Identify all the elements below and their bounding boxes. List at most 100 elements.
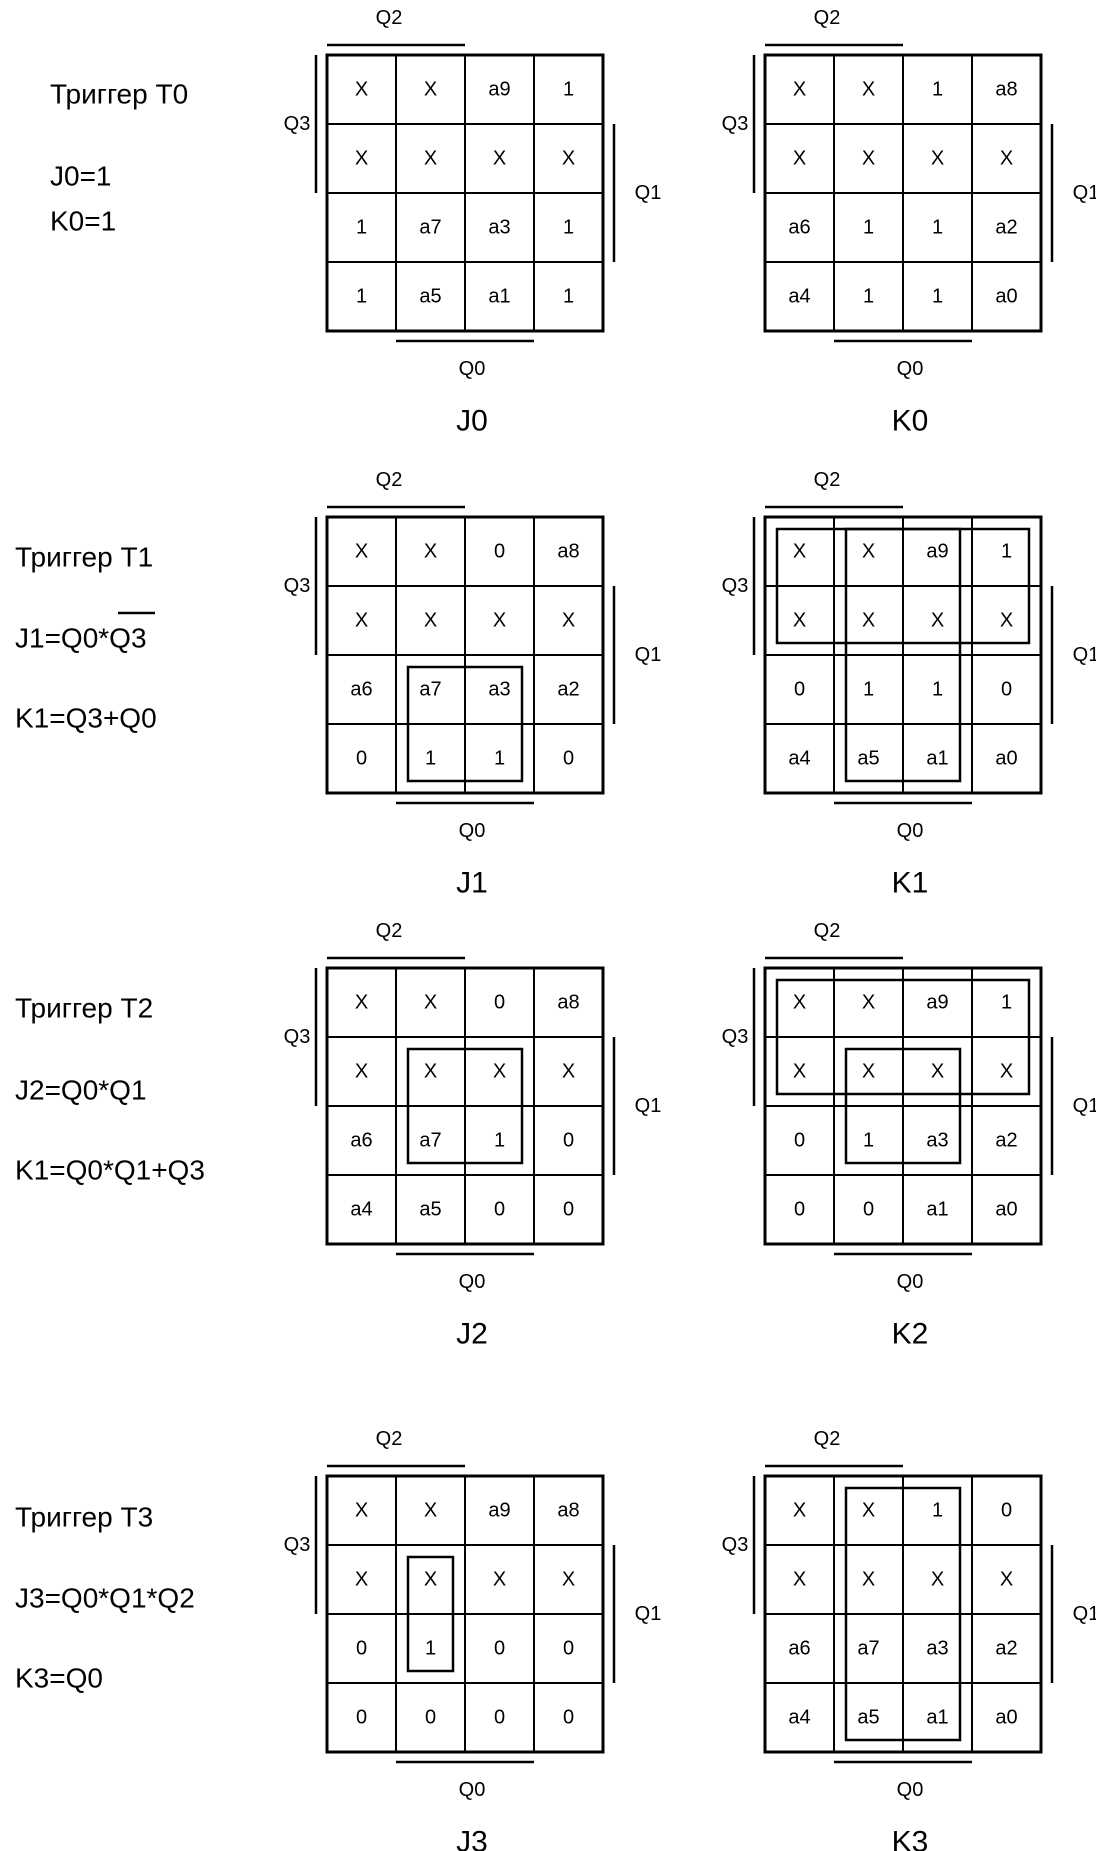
- axis-label-q1: Q1: [635, 644, 662, 666]
- axis-label-q3: Q3: [284, 575, 311, 597]
- cell-value: a3: [926, 1130, 948, 1152]
- group-rectangle: [844, 527, 962, 783]
- cell-value: a9: [926, 992, 948, 1014]
- equation: K3=Q0: [15, 1663, 103, 1694]
- map-title: K0: [892, 405, 929, 438]
- cell-value: X: [562, 148, 575, 170]
- axis-label-q1: Q1: [1073, 644, 1096, 666]
- cell-value: X: [1000, 610, 1013, 632]
- axis-label-q3: Q3: [722, 1026, 749, 1048]
- axis-label-q0: Q0: [459, 358, 486, 380]
- cell-value: a4: [788, 286, 810, 308]
- axis-label-q1: Q1: [635, 182, 662, 204]
- axis-label-q1: Q1: [1073, 1095, 1096, 1117]
- cell-value: 1: [932, 286, 943, 308]
- cell-value: a9: [926, 541, 948, 563]
- axis-label-q2: Q2: [376, 469, 403, 491]
- cell-value: X: [793, 992, 806, 1014]
- group-rectangle: [775, 978, 1031, 1096]
- cell-value: 1: [494, 1130, 505, 1152]
- map-title: J2: [456, 1318, 488, 1351]
- cell-value: 0: [356, 748, 367, 770]
- cell-value: 1: [356, 217, 367, 239]
- map-frame: [325, 53, 605, 333]
- cell-value: a0: [995, 1707, 1017, 1729]
- map-title: K1: [892, 867, 929, 900]
- map-frame: [763, 1474, 1043, 1754]
- cell-value: a2: [995, 1130, 1017, 1152]
- cell-value: X: [424, 992, 437, 1014]
- equation: J0=1: [50, 161, 112, 192]
- cell-value: X: [424, 1500, 437, 1522]
- cell-value: a3: [488, 679, 510, 701]
- cell-value: a1: [926, 1707, 948, 1729]
- axis-label-q3: Q3: [722, 1534, 749, 1556]
- cell-value: a4: [788, 1707, 810, 1729]
- cell-value: a5: [857, 748, 879, 770]
- group-rectangle: [406, 665, 524, 783]
- cell-value: 0: [494, 1638, 505, 1660]
- map-frame: [763, 53, 1043, 333]
- cell-value: a6: [788, 217, 810, 239]
- axis-label-q0: Q0: [897, 1779, 924, 1801]
- cell-value: X: [862, 79, 875, 101]
- cell-value: a1: [926, 1199, 948, 1221]
- axis-label-q1: Q1: [635, 1095, 662, 1117]
- cell-value: a8: [557, 541, 579, 563]
- axis-label-q3: Q3: [284, 113, 311, 135]
- cell-value: 0: [494, 541, 505, 563]
- cell-value: a2: [995, 217, 1017, 239]
- cell-value: X: [793, 610, 806, 632]
- cell-value: 1: [863, 1130, 874, 1152]
- cell-value: a3: [488, 217, 510, 239]
- equation: K0=1: [50, 206, 116, 237]
- group-rectangle: [406, 1555, 455, 1673]
- cell-value: 0: [356, 1707, 367, 1729]
- cell-value: a8: [557, 1500, 579, 1522]
- cell-value: X: [493, 148, 506, 170]
- cell-value: X: [355, 1569, 368, 1591]
- cell-value: 0: [563, 1199, 574, 1221]
- cell-value: 1: [563, 217, 574, 239]
- axis-label-q0: Q0: [897, 1271, 924, 1293]
- cell-value: 0: [425, 1707, 436, 1729]
- map-frame: [325, 515, 605, 795]
- cell-value: X: [862, 1061, 875, 1083]
- cell-value: X: [493, 1061, 506, 1083]
- axis-label-q0: Q0: [459, 820, 486, 842]
- cell-value: X: [355, 992, 368, 1014]
- cell-value: X: [493, 610, 506, 632]
- cell-value: X: [793, 1061, 806, 1083]
- cell-value: X: [424, 610, 437, 632]
- cell-value: 1: [932, 217, 943, 239]
- equation: J1=Q0*Q3: [15, 623, 147, 654]
- axis-label-q2: Q2: [814, 1428, 841, 1450]
- cell-value: 0: [563, 1130, 574, 1152]
- cell-value: X: [1000, 148, 1013, 170]
- cell-value: a0: [995, 1199, 1017, 1221]
- map-frame: [763, 515, 1043, 795]
- map-frame: [325, 1474, 605, 1754]
- cell-value: 1: [863, 286, 874, 308]
- trigger-name: Триггер T3: [15, 1502, 153, 1533]
- cell-value: 1: [932, 679, 943, 701]
- cell-value: a4: [788, 748, 810, 770]
- axis-label-q3: Q3: [722, 575, 749, 597]
- cell-value: X: [562, 610, 575, 632]
- axis-label-q3: Q3: [722, 113, 749, 135]
- cell-value: X: [424, 79, 437, 101]
- map-frame: [325, 966, 605, 1246]
- cell-value: X: [931, 610, 944, 632]
- cell-value: X: [355, 79, 368, 101]
- cell-value: 1: [932, 1500, 943, 1522]
- cell-value: X: [862, 148, 875, 170]
- cell-value: a8: [995, 79, 1017, 101]
- cell-value: a5: [419, 286, 441, 308]
- cell-value: X: [931, 1569, 944, 1591]
- cell-value: X: [793, 148, 806, 170]
